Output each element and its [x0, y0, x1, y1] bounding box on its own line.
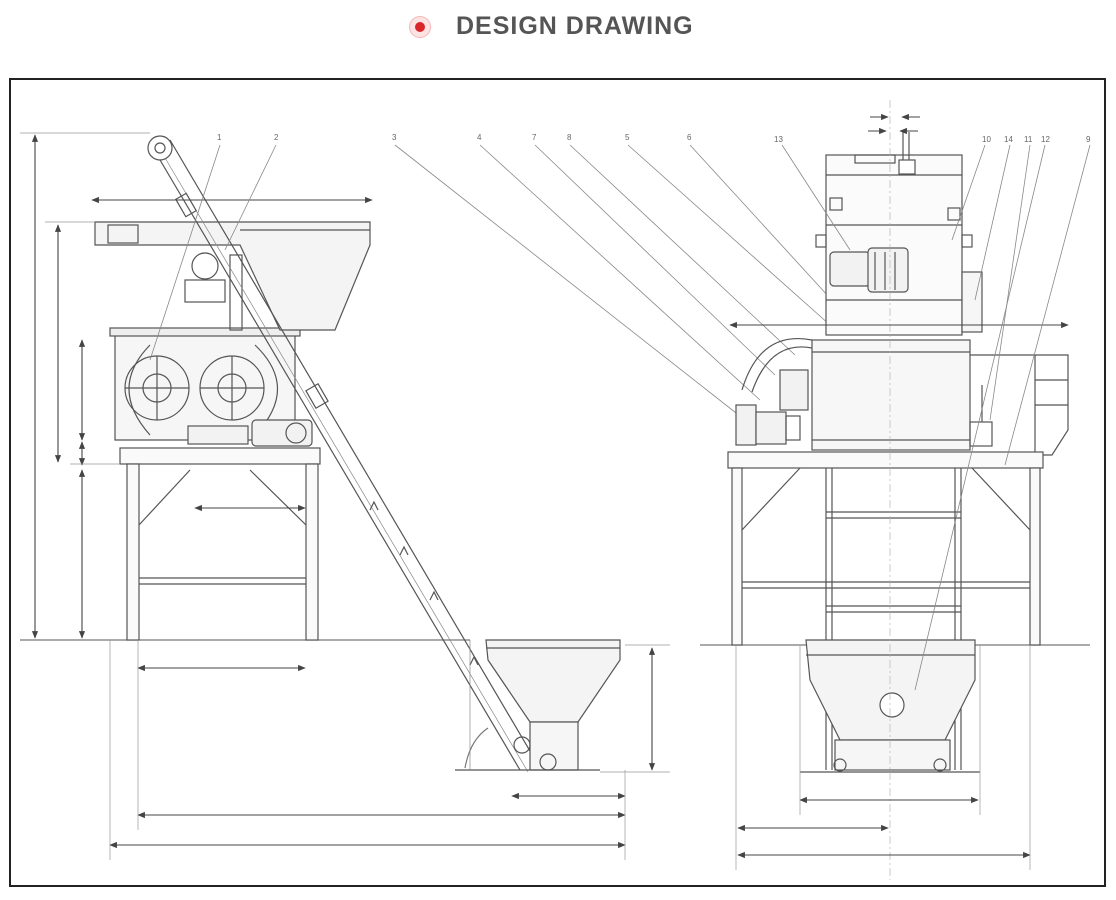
callout-label: 12 [1041, 135, 1050, 144]
side-view [20, 135, 621, 773]
twin-shaft-mixer [109, 327, 301, 441]
top-motor [829, 247, 983, 333]
callout-label: 13 [774, 135, 783, 144]
skip-bucket [455, 639, 621, 771]
side-view-callouts: 1 2 3 4 7 8 5 6 [217, 133, 692, 142]
mixer-platform [119, 447, 321, 465]
callout-label: 1 [217, 133, 222, 142]
record-dot-icon [409, 16, 431, 38]
support-leg [126, 463, 140, 641]
top-frame [815, 154, 973, 336]
support-leg [1029, 467, 1041, 646]
callout-label: 4 [477, 133, 482, 142]
callout-label: 14 [1004, 135, 1013, 144]
callout-label: 3 [392, 133, 397, 142]
front-view-callouts: 13 10 14 11 12 9 [774, 135, 1091, 144]
front-mixer-body [735, 338, 971, 451]
drawing-frame [9, 78, 1106, 887]
page-header: DESIGN DRAWING [0, 0, 1116, 62]
callout-label: 10 [982, 135, 991, 144]
callout-label: 11 [1024, 135, 1033, 144]
support-leg [731, 467, 743, 646]
side-view-dimensions [20, 132, 670, 860]
callout-label: 7 [532, 133, 537, 142]
side-ladder-cage [969, 354, 1069, 456]
support-leg [305, 463, 319, 641]
callout-label: 2 [274, 133, 279, 142]
front-skip-bucket [800, 639, 980, 773]
callout-label: 5 [625, 133, 630, 142]
gear-motor [187, 419, 313, 447]
front-platform [727, 451, 1044, 469]
upper-hopper [94, 221, 371, 331]
page-title: DESIGN DRAWING [456, 12, 694, 40]
callout-label: 8 [567, 133, 572, 142]
front-view [700, 100, 1090, 880]
callout-label: 6 [687, 133, 692, 142]
side-view-leaders [149, 144, 851, 421]
front-view-dimensions [729, 113, 1069, 870]
callout-label: 9 [1086, 135, 1091, 144]
front-view-leaders [781, 144, 1091, 691]
